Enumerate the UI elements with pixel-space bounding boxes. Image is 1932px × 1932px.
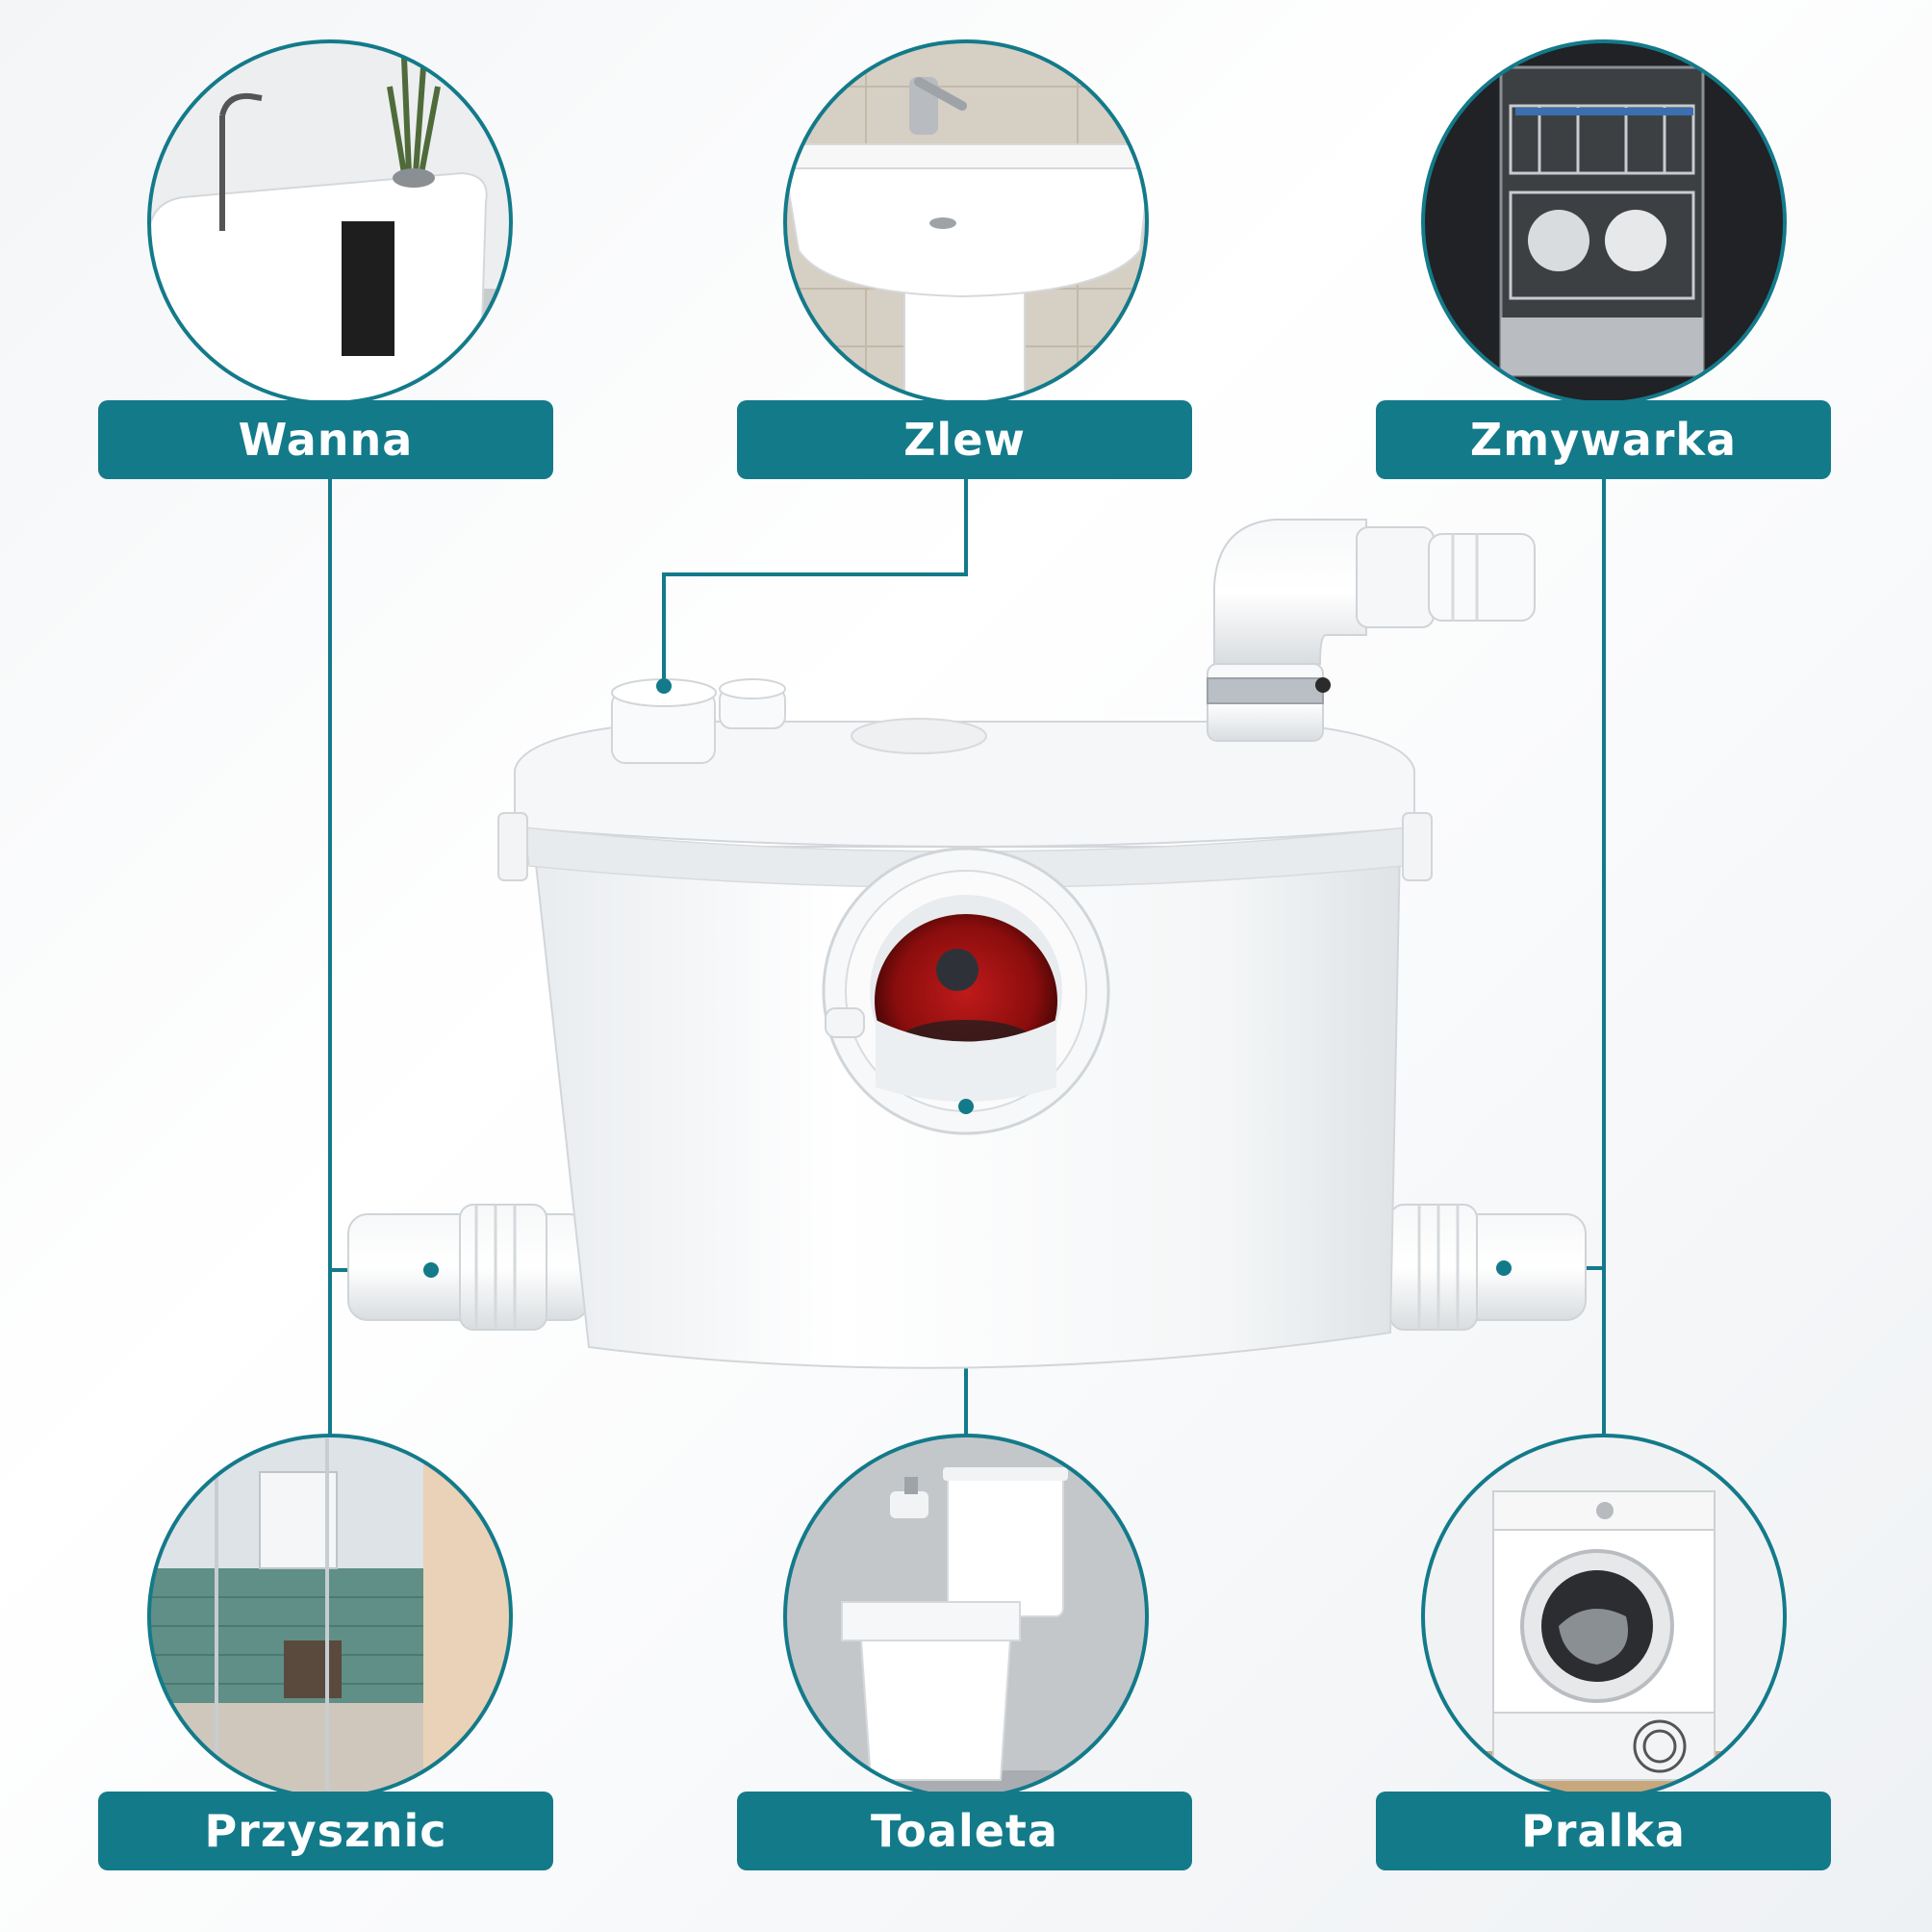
label-wanna: Wanna [98, 400, 553, 479]
macerator-pump-icon [347, 519, 1587, 1369]
connector-wanna [328, 479, 428, 1272]
connection-dot-pralka [1496, 1260, 1512, 1276]
toilet-icon [785, 1436, 1147, 1797]
label-zlew: Zlew [737, 400, 1192, 479]
connector-zlew [662, 479, 968, 685]
label-pralka: Pralka [1376, 1792, 1831, 1870]
appliance-circle-zlew [783, 39, 1149, 405]
toilet-inlet [822, 847, 1110, 1135]
appliance-circle-zmywarka [1421, 39, 1787, 405]
connection-dots [423, 678, 1512, 1278]
appliance-circle-pralka [1421, 1434, 1787, 1799]
dishwasher-icon [1423, 41, 1785, 403]
outlet-elbow-pipe [1207, 519, 1536, 742]
washing-machine-icon [1423, 1436, 1785, 1797]
connection-dot-wanna [423, 1262, 439, 1278]
sink-icon [785, 41, 1147, 403]
shower-icon [149, 1436, 511, 1797]
left-inlet-pipe [347, 1204, 590, 1331]
appliance-circle-przysznic [147, 1434, 513, 1799]
connection-dot-toaleta [958, 1099, 974, 1114]
label-toaleta: Toaleta [737, 1792, 1192, 1870]
appliance-circle-toaleta [783, 1434, 1149, 1799]
label-zmywarka: Zmywarka [1376, 400, 1831, 479]
appliance-circle-wanna [147, 39, 513, 405]
connection-dot-zlew [656, 678, 672, 694]
label-przysznic: Przysznic [98, 1792, 553, 1870]
